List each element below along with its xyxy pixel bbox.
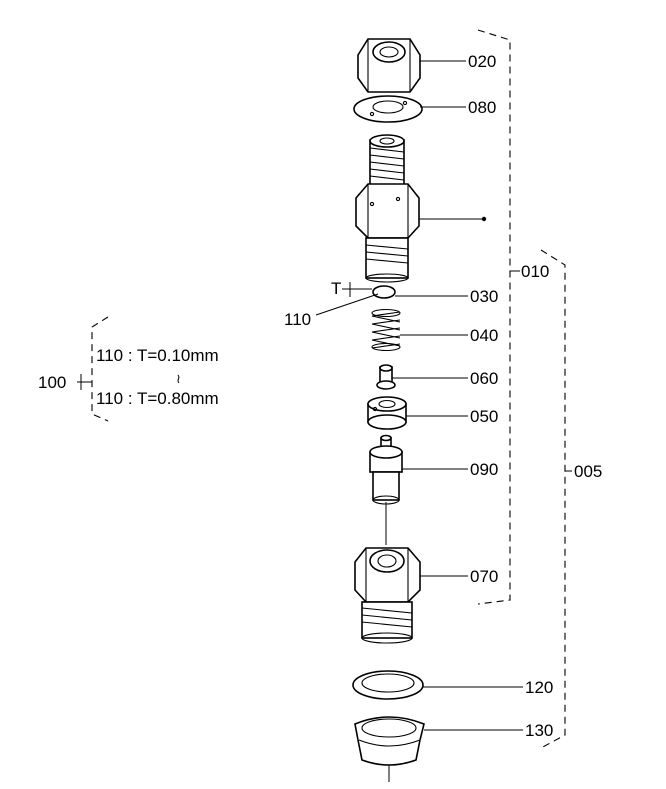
- callout-130: 130: [525, 721, 553, 740]
- callout-t-thickness: T: [331, 279, 341, 298]
- callout-020: 020: [468, 52, 496, 71]
- part-spring-040: [371, 308, 401, 352]
- part-shim-ball-030: [342, 282, 396, 299]
- part-nozzle-holder-010: [355, 134, 420, 283]
- callout-030: 030: [470, 287, 498, 306]
- callout-005: 005: [574, 462, 602, 481]
- leader-lines: [315, 60, 523, 731]
- bracket-group-010: [477, 29, 520, 605]
- callout-010: 010: [521, 262, 549, 281]
- part-gasket-120: [352, 670, 424, 700]
- bracket-shim-note: [77, 316, 109, 422]
- part-hex-nut-020: [357, 38, 421, 93]
- callout-090: 090: [470, 460, 498, 479]
- shim-note-group-label: 100: [38, 373, 66, 392]
- callout-120: 120: [525, 678, 553, 697]
- part-distance-piece-050: [367, 396, 407, 430]
- bracket-group-005: [540, 249, 572, 749]
- part-washer-080: [353, 95, 423, 123]
- shim-note-range-mark: ≀: [176, 371, 181, 386]
- callout-070: 070: [470, 567, 498, 586]
- callout-080: 080: [468, 98, 496, 117]
- callout-050: 050: [470, 407, 498, 426]
- part-nozzle-090: [369, 434, 403, 505]
- callout-110: 110: [284, 310, 311, 329]
- shim-note-line2: 110 : T=0.80mm: [96, 389, 219, 408]
- part-retaining-nut-070: [354, 547, 421, 644]
- part-spring-seat-060: [376, 364, 396, 390]
- callout-040: 040: [470, 326, 498, 345]
- shim-note-line1: 110 : T=0.10mm: [96, 346, 219, 365]
- callout-060: 060: [470, 369, 498, 388]
- part-heat-shield-130: [354, 716, 425, 766]
